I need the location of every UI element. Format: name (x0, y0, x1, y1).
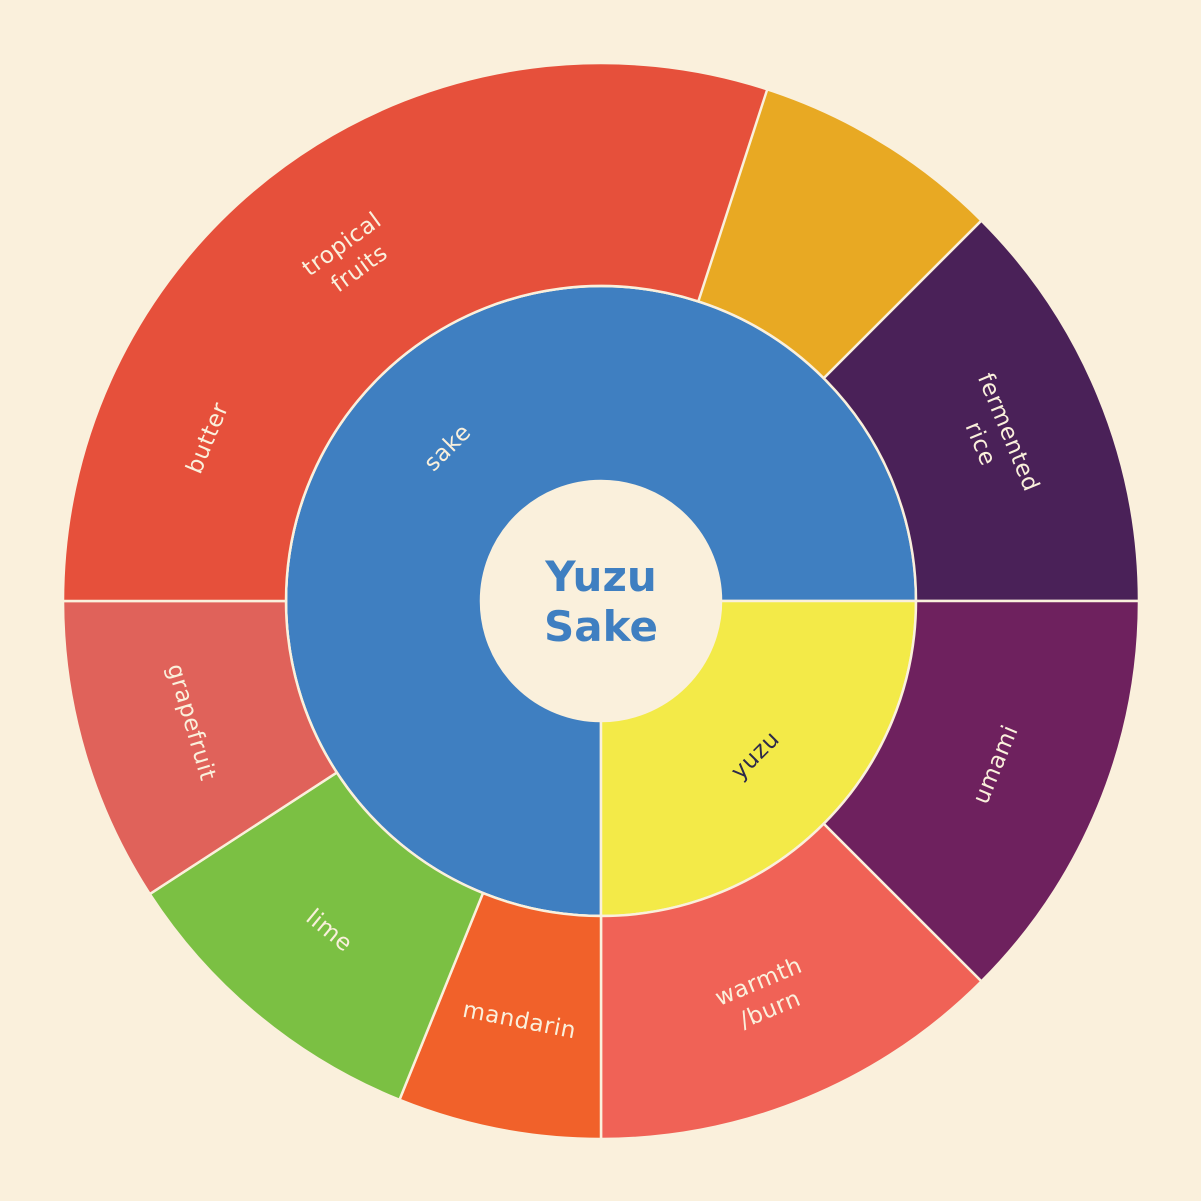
center-hole (481, 481, 721, 721)
outer-segment-umami (821, 599, 1141, 984)
outer-segment-warmth-burn (599, 821, 984, 1141)
outer-ring (61, 61, 1141, 1141)
outer-segment-tropical-fruits (61, 61, 769, 603)
outer-segment-fermented-rice (821, 218, 1141, 603)
